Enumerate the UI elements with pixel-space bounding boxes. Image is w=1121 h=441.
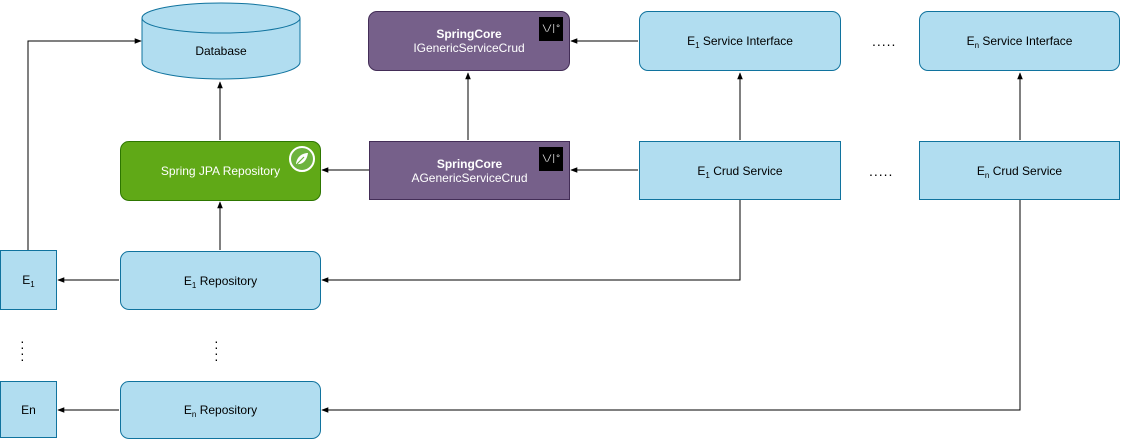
spring-leaf-icon (289, 146, 315, 172)
ellipsis-repositories: ···· (214, 333, 219, 367)
database-cylinder (141, 2, 301, 80)
entity-e1-label: E1 (22, 273, 35, 289)
springcore-igeneric-service-crud[interactable]: SpringCore IGenericServiceCrud \/|° (368, 11, 570, 71)
e1-service-interface[interactable]: E1 Service Interface (639, 11, 841, 71)
database-label: Database (195, 44, 247, 58)
igeneric-subtitle: IGenericServiceCrud (413, 41, 525, 55)
en-repository[interactable]: En Repository (120, 381, 321, 439)
entity-en[interactable]: En (0, 381, 57, 438)
e1-crud-service-label: E1 Crud Service (697, 163, 783, 180)
jpa-label: Spring JPA Repository (160, 164, 281, 178)
entity-e1[interactable]: E1 (0, 250, 57, 310)
igeneric-title: SpringCore (436, 27, 502, 41)
e1-service-interface-label: E1 Service Interface (687, 34, 793, 50)
en-crud-service-label: En Crud Service (976, 163, 1063, 180)
springcore-ageneric-service-crud[interactable]: SpringCore AGenericServiceCrud \/|° (369, 141, 570, 200)
e1-repository[interactable]: E1 Repository (120, 251, 321, 310)
ageneric-title: SpringCore (436, 156, 503, 171)
ellipsis-crud-services: ..... (869, 163, 894, 179)
en-service-interface[interactable]: En Service Interface (919, 11, 1120, 71)
ellipsis-interfaces: ..... (872, 33, 897, 49)
ageneric-subtitle: AGenericServiceCrud (411, 170, 528, 185)
en-repository-label: En Repository (183, 403, 258, 419)
springcore-logo-icon: \/|° (539, 147, 563, 171)
edge-e1-to-database (27, 38, 142, 250)
en-crud-service[interactable]: En Crud Service (919, 141, 1120, 200)
ellipsis-entities: ···· (20, 333, 25, 367)
e1-repository-label: E1 Repository (183, 273, 258, 290)
edge-en-crud-to-en-repo (321, 200, 1021, 413)
spring-jpa-repository[interactable]: Spring JPA Repository (120, 141, 321, 201)
edge-e1-crud-to-e1-repo (321, 200, 741, 283)
springcore-logo-icon: \/|° (539, 17, 563, 41)
en-service-interface-label: En Service Interface (966, 34, 1073, 50)
entity-en-label: En (21, 402, 36, 417)
e1-crud-service[interactable]: E1 Crud Service (639, 141, 841, 200)
